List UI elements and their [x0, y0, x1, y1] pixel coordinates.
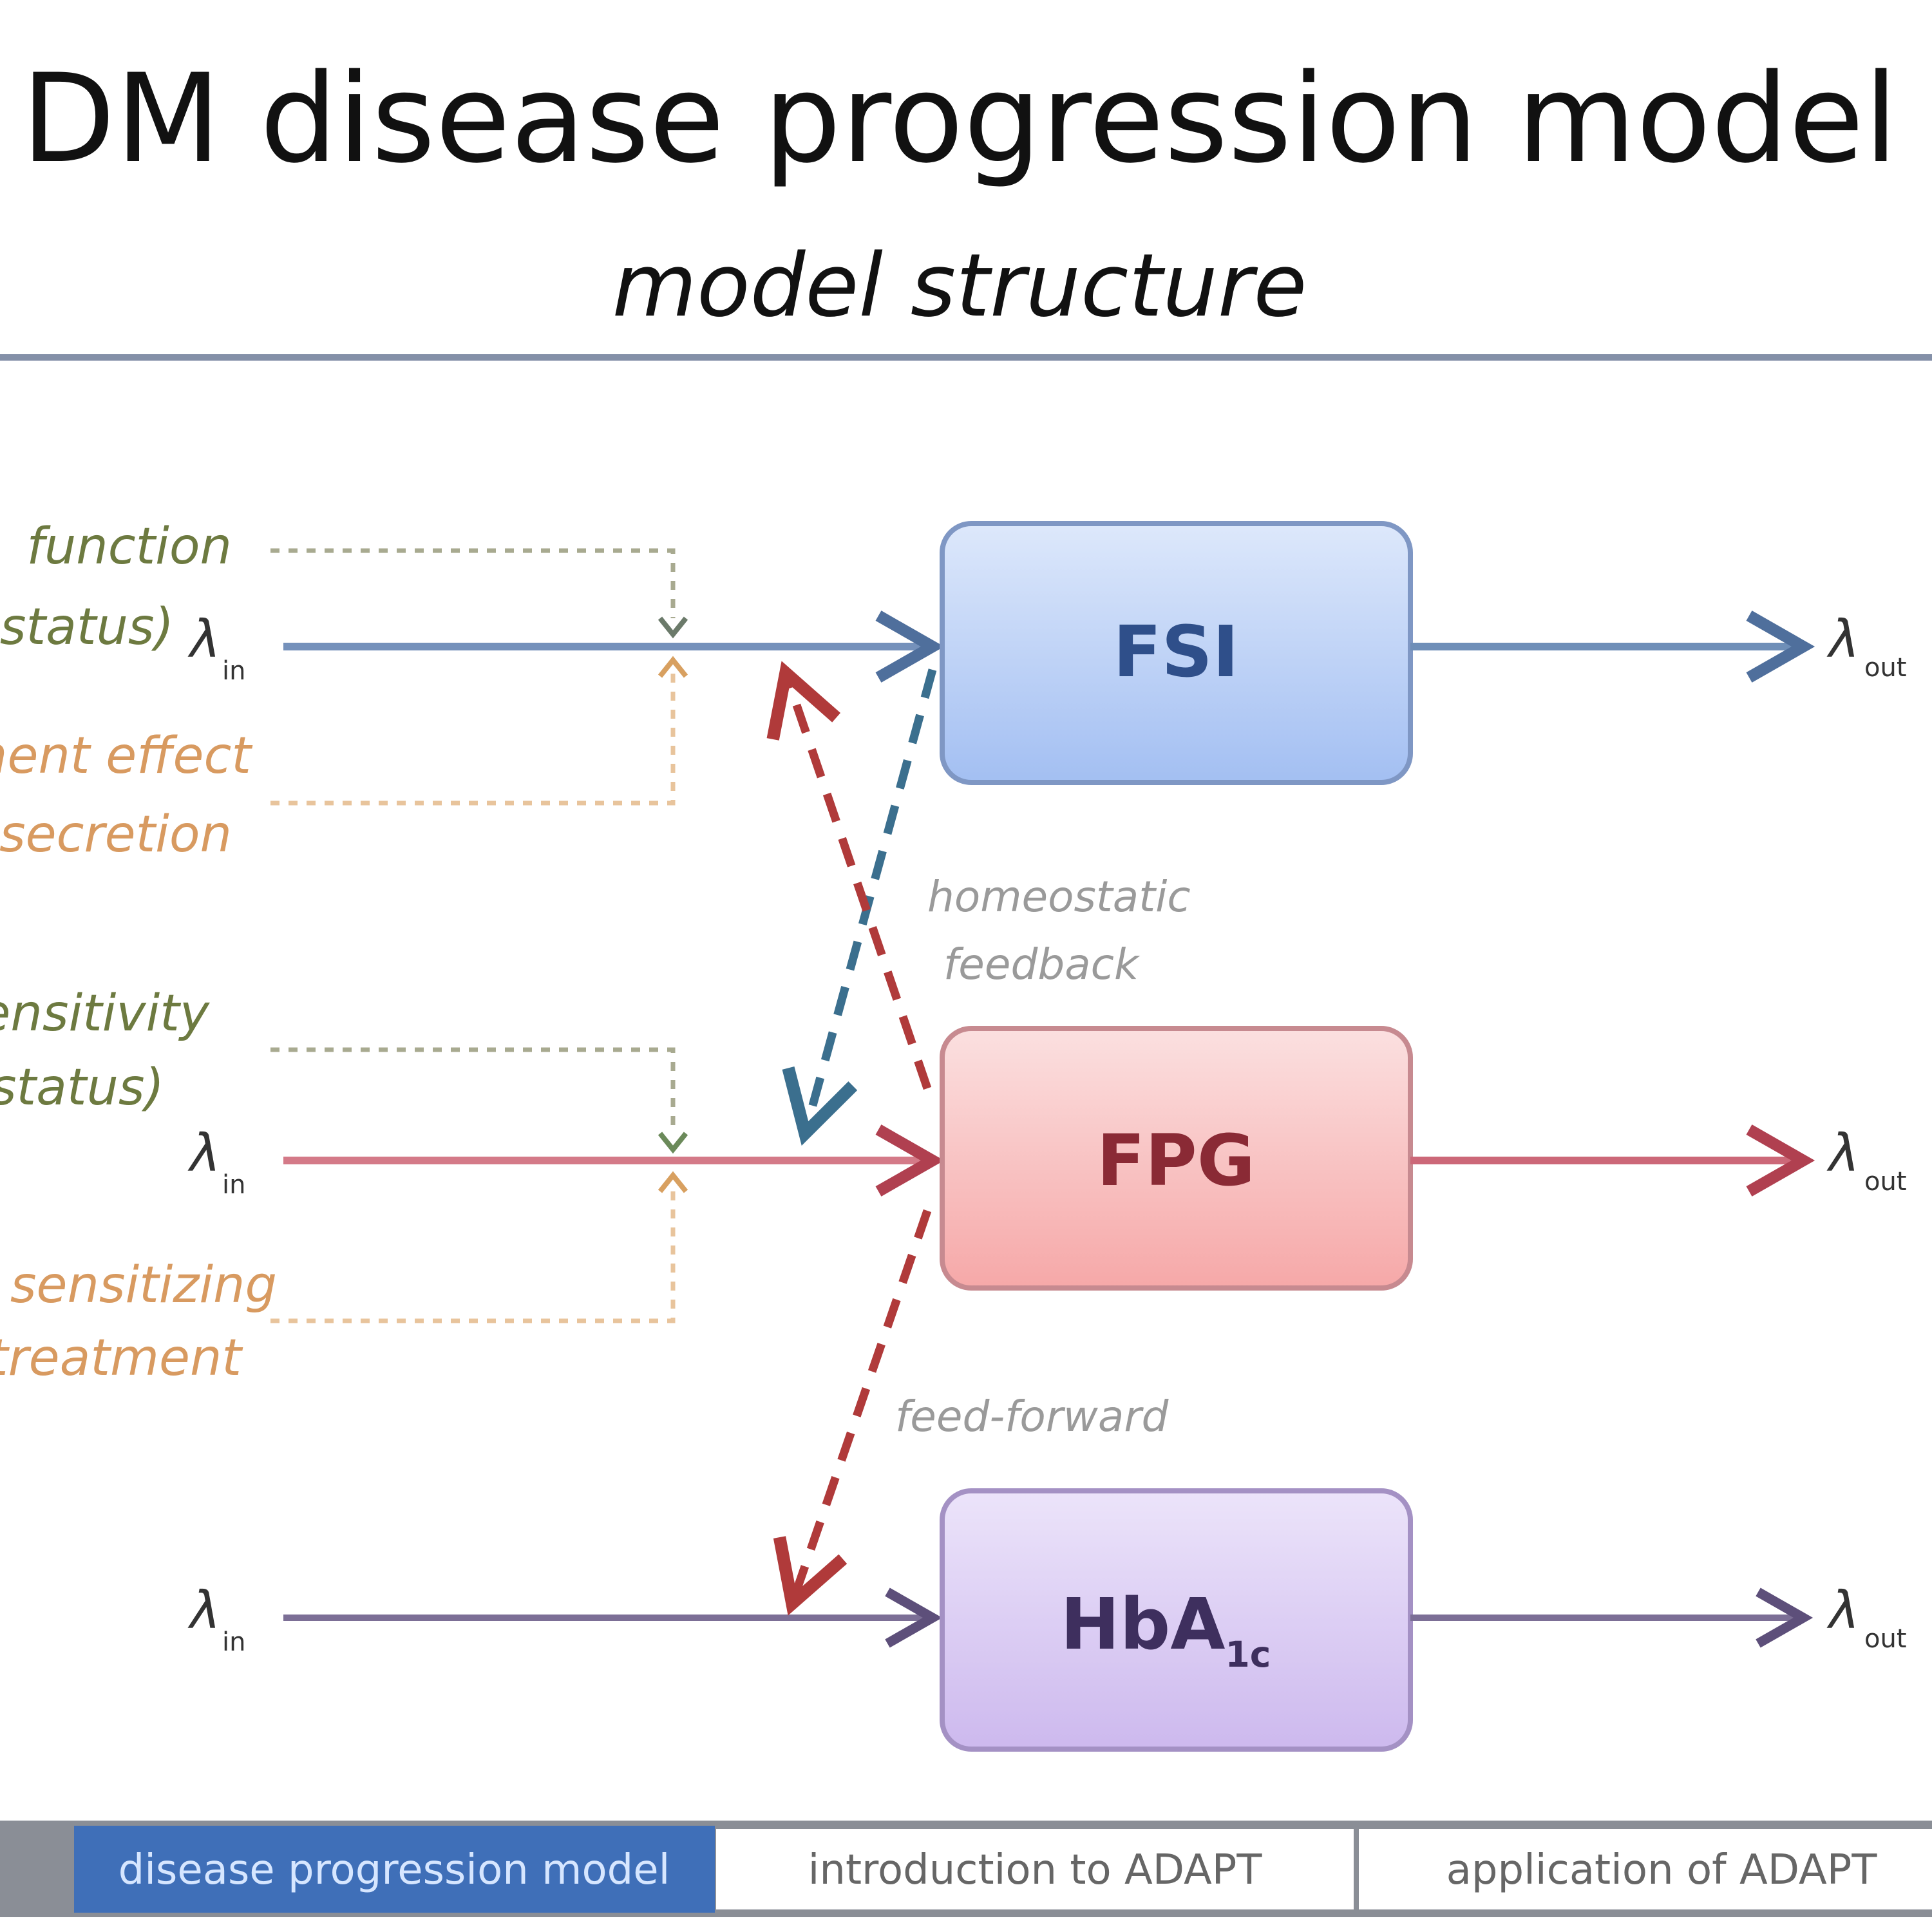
side-label-sensitizing-1: sensitizing: [10, 1256, 277, 1314]
hba1c-box: HbA1c: [940, 1488, 1413, 1752]
side-label-treatment-secretion-2: secretion: [0, 806, 232, 864]
fsi-label: FSI: [1113, 611, 1238, 693]
modifier-markers: [658, 616, 688, 1193]
side-labels: function status) ment effect secretion s…: [0, 518, 277, 1387]
hba1c-lambda-out-sub: out: [1864, 1624, 1907, 1654]
feed-forward-label: feed-forward: [895, 1392, 1169, 1441]
side-label-sensitizing-2: treatment: [0, 1329, 243, 1387]
hba1c-lambda-out: λ: [1826, 1580, 1859, 1640]
sensitizing-treatment-connector: [270, 1188, 676, 1323]
modifier-connectors: [270, 548, 676, 1323]
beta-function-connector: [270, 548, 676, 618]
slide-title: DM disease progression model: [21, 48, 1898, 190]
fsi-box: FSI: [940, 521, 1413, 785]
nav-tab-introduction-to-adapt[interactable]: introduction to ADAPT: [716, 1829, 1354, 1909]
fsi-to-fpg-dashed-arrow: [782, 668, 937, 1146]
fpg-lambda-out: λ: [1826, 1123, 1859, 1183]
input-arrows: [283, 611, 945, 1648]
fpg-label: FPG: [1097, 1119, 1255, 1202]
slide-subtitle: model structure: [612, 235, 1307, 336]
fpg-lambda-in-sub: in: [222, 1170, 245, 1200]
nav-tab-application-of-adapt[interactable]: application of ADAPT: [1359, 1829, 1932, 1909]
fsi-lambda-out: λ: [1826, 609, 1859, 669]
side-label-sensitivity-1: sensitivity: [0, 985, 211, 1043]
nav-tab-disease-progression-model[interactable]: disease progression model: [74, 1826, 715, 1913]
output-arrows: λ out λ out λ out: [1410, 609, 1907, 1654]
side-label-beta-function-1: function: [26, 518, 232, 576]
hba1c-label: HbA1c: [1061, 1583, 1271, 1675]
input-lambdas: λ in λ in λ in: [187, 609, 245, 1657]
fsi-lambda-in: λ: [187, 609, 220, 669]
fsi-lambda-in-sub: in: [222, 656, 245, 686]
fpg-to-hba1c-dashed-arrow: [773, 1209, 932, 1616]
homeostatic-feedback-label-2: feedback: [943, 940, 1141, 989]
fsi-lambda-out-sub: out: [1864, 653, 1907, 683]
side-label-beta-function-2: status): [0, 598, 174, 656]
nav-tab-label: introduction to ADAPT: [808, 1846, 1263, 1894]
secretion-treatment-connector: [270, 673, 676, 806]
homeostatic-feedback-label-1: homeostatic: [927, 872, 1191, 922]
section-nav: disease progression model introduction t…: [0, 1821, 1932, 1917]
sensitivity-connector: [270, 1047, 676, 1133]
side-label-sensitivity-2: status): [0, 1059, 164, 1117]
fpg-box: FPG: [940, 1026, 1413, 1291]
nav-tab-label: application of ADAPT: [1446, 1846, 1878, 1894]
fpg-lambda-in: λ: [187, 1123, 220, 1183]
side-label-treatment-secretion-1: ment effect: [0, 727, 252, 785]
fpg-lambda-out-sub: out: [1864, 1167, 1907, 1197]
interaction-arrows: [766, 661, 937, 1616]
nav-tab-label: disease progression model: [118, 1846, 670, 1894]
hba1c-lambda-in: λ: [187, 1580, 220, 1640]
fpg-to-fsi-dashed-arrow: [766, 661, 932, 1090]
hba1c-lambda-in-sub: in: [222, 1627, 245, 1657]
